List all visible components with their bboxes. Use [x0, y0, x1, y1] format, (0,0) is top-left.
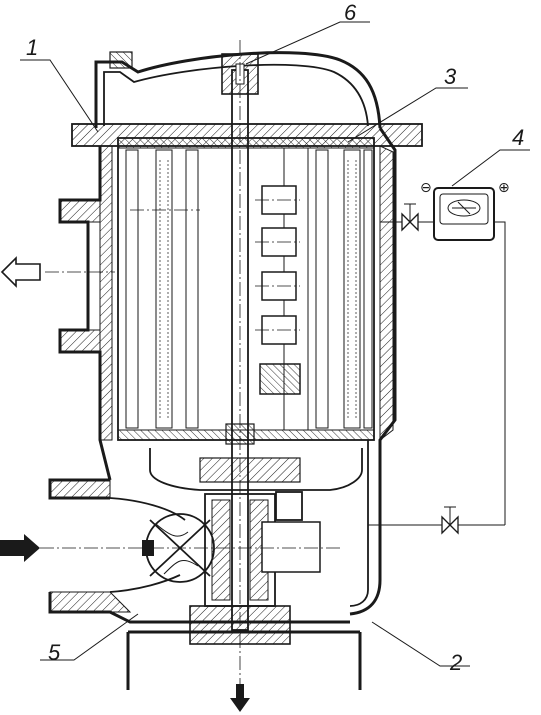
outlet-arrow: [0, 256, 41, 288]
lower-chamber: [149, 448, 363, 607]
filter-cartridge: [117, 137, 375, 441]
inlet-arrow: [0, 534, 40, 562]
callouts: 1 2 3 4 5 6: [26, 0, 524, 675]
callout-5: 5: [48, 640, 61, 665]
pressure-gauge-assembly: ⊖ ⊕: [368, 180, 510, 535]
axis-lines: [40, 199, 340, 549]
gauge-body: [433, 187, 495, 241]
central-shaft: [221, 40, 259, 690]
callout-4: 4: [512, 125, 524, 150]
callout-1: 1: [26, 35, 38, 60]
leader-lines: [20, 21, 530, 667]
flow-arrows: [0, 256, 250, 712]
callout-6: 6: [344, 0, 357, 25]
gauge-minus-sign: ⊖: [420, 180, 432, 196]
callout-2: 2: [449, 650, 462, 675]
callout-3: 3: [444, 64, 457, 89]
drain-arrow: [230, 684, 250, 712]
gauge-plus-sign: ⊕: [498, 180, 510, 196]
